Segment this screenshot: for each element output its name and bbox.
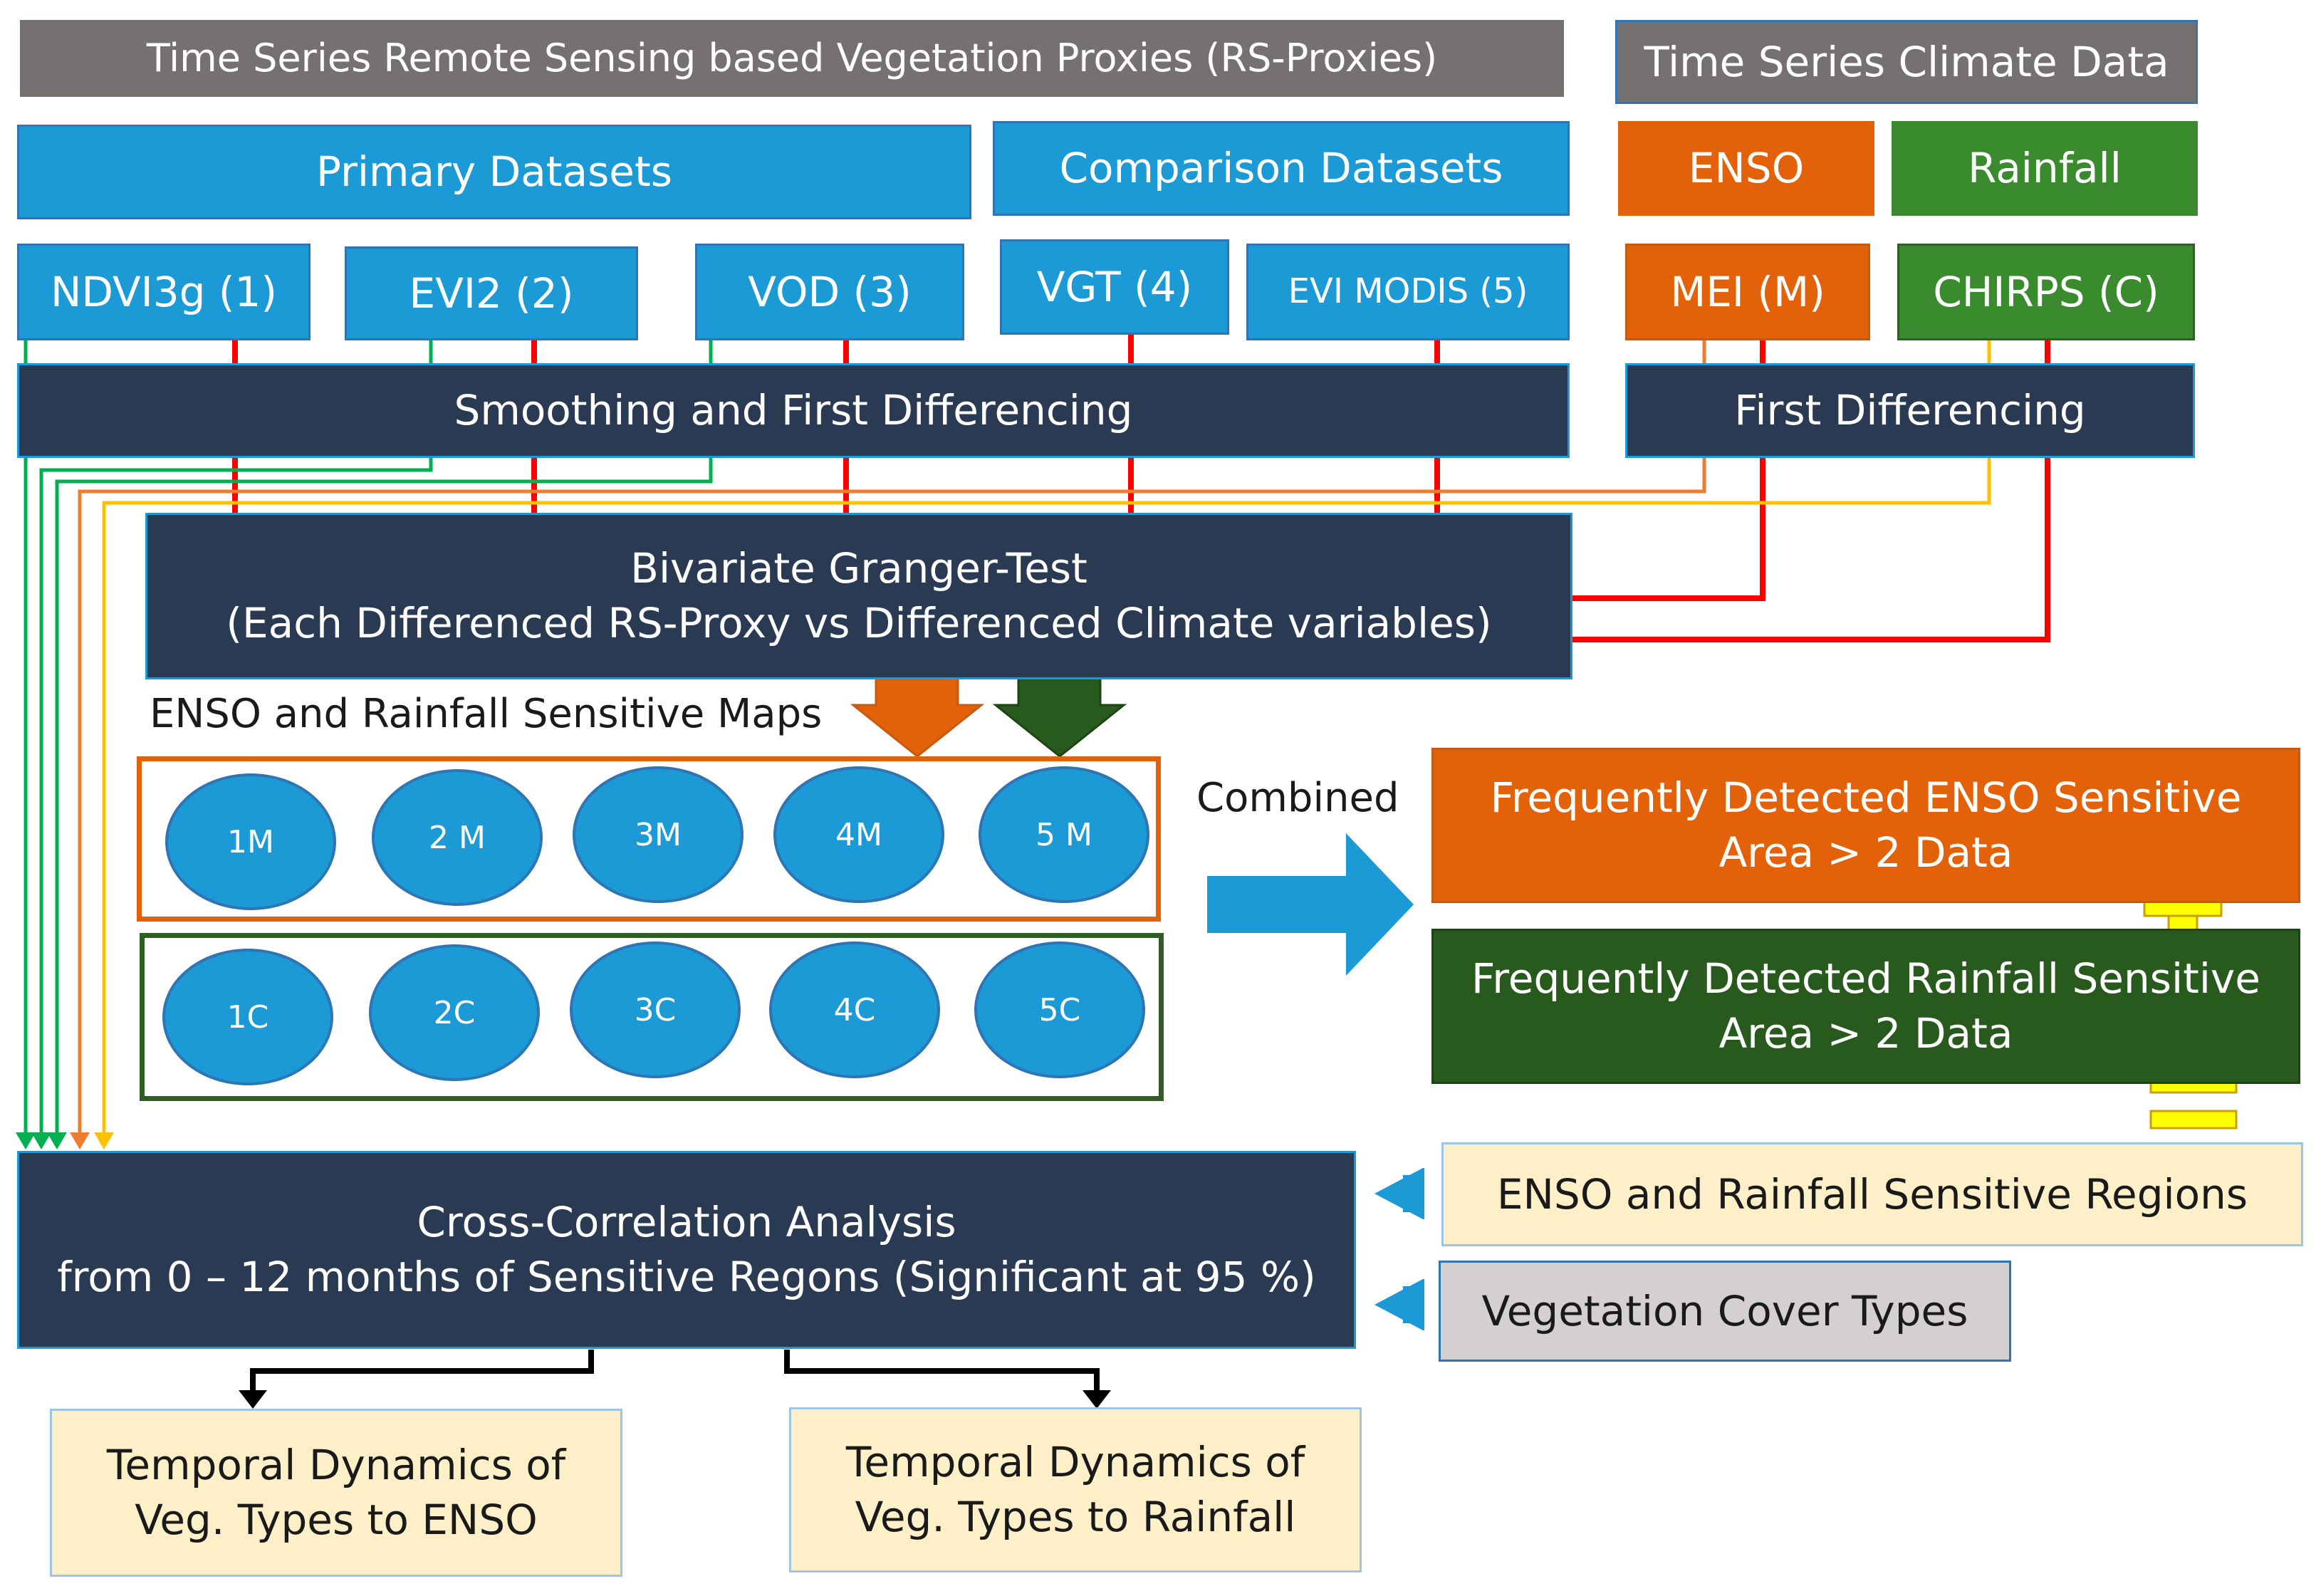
cross-correlation-subtitle: from 0 – 12 months of Sensitive Regons (… [57,1253,1316,1301]
combined-arrow [1207,833,1414,976]
frequent-rainfall-line2: Area > 2 Data [1718,1009,2013,1058]
dataset-vgt: VGT (4) [1000,239,1229,335]
primary-datasets-label: Primary Datasets [316,147,672,197]
map-oval-2m-label: 2 M [429,819,486,856]
granger-test-box: Bivariate Granger-Test (Each Differenced… [145,513,1572,679]
map-oval-5m-label: 5 M [1036,816,1092,853]
output-enso-arrowhead [239,1390,267,1409]
vegetation-cover-label: Vegetation Cover Types [1481,1286,1968,1335]
output-enso-line2: Veg. Types to ENSO [135,1496,538,1544]
rs-proxies-header-label: Time Series Remote Sensing based Vegetat… [146,36,1438,81]
output-rainfall-box: Temporal Dynamics of Veg. Types to Rainf… [789,1407,1362,1572]
map-oval-3c: 3C [570,942,741,1078]
output-rainfall-line1: Temporal Dynamics of [845,1438,1305,1487]
climate-header: Time Series Climate Data [1615,20,2198,104]
granger-subtitle: (Each Differenced RS-Proxy vs Difference… [226,599,1492,647]
map-oval-1c-label: 1C [226,998,269,1036]
comparison-datasets-group: Comparison Datasets [993,121,1570,216]
map-oval-2c: 2C [369,944,540,1081]
map-oval-4c-label: 4C [833,991,876,1028]
frequent-enso-box: Frequently Detected ENSO Sensitive Area … [1431,748,2300,903]
sensitive-regions-label: ENSO and Rainfall Sensitive Regions [1496,1169,2248,1219]
output-connectors [250,1350,1100,1392]
cross-correlation-title: Cross-Correlation Analysis [417,1198,956,1247]
frequent-rainfall-line1: Frequently Detected Rainfall Sensitive [1471,954,2260,1003]
smoothing-differencing-label: Smoothing and First Differencing [454,386,1133,435]
map-oval-3m-label: 3M [635,816,682,853]
map-oval-4m: 4M [773,766,944,903]
dataset-vgt-label: VGT (4) [1036,262,1193,311]
dataset-ndvi3g: NDVI3g (1) [17,244,311,340]
comparison-datasets-label: Comparison Datasets [1059,144,1503,193]
map-oval-2c-label: 2C [433,994,476,1031]
enso-down-arrow [850,674,985,758]
frequent-enso-line1: Frequently Detected ENSO Sensitive [1490,773,2242,823]
combined-label: Combined [1196,775,1399,821]
enso-group: ENSO [1618,121,1874,216]
dataset-evi-modis-label: EVI MODIS (5) [1288,271,1528,312]
output-rain-arrowhead [1083,1390,1111,1409]
sensitive-maps-label: ENSO and Rainfall Sensitive Maps [150,691,823,737]
dataset-evi-modis: EVI MODIS (5) [1246,244,1570,340]
veg-input-arrow-stem [1403,1286,1424,1323]
arrow-heads [16,1132,114,1149]
output-rainfall-line2: Veg. Types to Rainfall [855,1493,1296,1541]
teal-bypass-lines [24,340,713,1134]
map-oval-3m: 3M [573,766,744,903]
map-oval-5c: 5C [974,942,1145,1078]
dataset-chirps-label: CHIRPS (C) [1933,267,2159,316]
map-oval-4m-label: 4M [835,816,882,853]
enso-group-label: ENSO [1688,144,1805,193]
rs-proxies-header: Time Series Remote Sensing based Vegetat… [20,20,1564,97]
regions-input-arrow-stem [1403,1175,1424,1212]
output-enso-box: Temporal Dynamics of Veg. Types to ENSO [50,1409,622,1577]
first-differencing-box: First Differencing [1625,363,2195,458]
dataset-vod: VOD (3) [695,244,964,340]
smoothing-differencing-box: Smoothing and First Differencing [17,363,1570,458]
dataset-evi2: EVI2 (2) [345,246,638,340]
frequent-rainfall-box: Frequently Detected Rainfall Sensitive A… [1431,929,2300,1084]
map-oval-3c-label: 3C [634,991,677,1028]
dataset-chirps: CHIRPS (C) [1897,244,2195,340]
rainfall-group: Rainfall [1892,121,2198,216]
primary-datasets-group: Primary Datasets [17,125,971,219]
frequent-enso-line2: Area > 2 Data [1718,828,2013,877]
dataset-mei-label: MEI (M) [1670,267,1825,316]
dataset-evi2-label: EVI2 (2) [409,268,574,318]
dataset-mei: MEI (M) [1625,244,1870,340]
rainfall-group-label: Rainfall [1968,144,2122,193]
map-oval-5c-label: 5C [1038,991,1081,1028]
cross-correlation-box: Cross-Correlation Analysis from 0 – 12 m… [17,1151,1356,1349]
map-oval-5m: 5 M [979,766,1149,903]
map-oval-2m: 2 M [372,769,543,906]
map-oval-1c: 1C [162,949,333,1085]
map-oval-4c: 4C [769,942,940,1078]
dataset-vod-label: VOD (3) [748,267,912,316]
dataset-ndvi3g-label: NDVI3g (1) [50,267,278,316]
rainfall-down-arrow [992,674,1127,758]
vegetation-cover-box: Vegetation Cover Types [1439,1261,2011,1362]
map-oval-1m: 1M [165,773,336,910]
first-differencing-label: First Differencing [1734,386,2086,435]
climate-header-label: Time Series Climate Data [1644,37,2169,86]
granger-title: Bivariate Granger-Test [630,544,1087,593]
sensitive-regions-box: ENSO and Rainfall Sensitive Regions [1441,1142,2303,1246]
map-oval-1m-label: 1M [227,823,274,860]
output-enso-line1: Temporal Dynamics of [106,1441,566,1490]
